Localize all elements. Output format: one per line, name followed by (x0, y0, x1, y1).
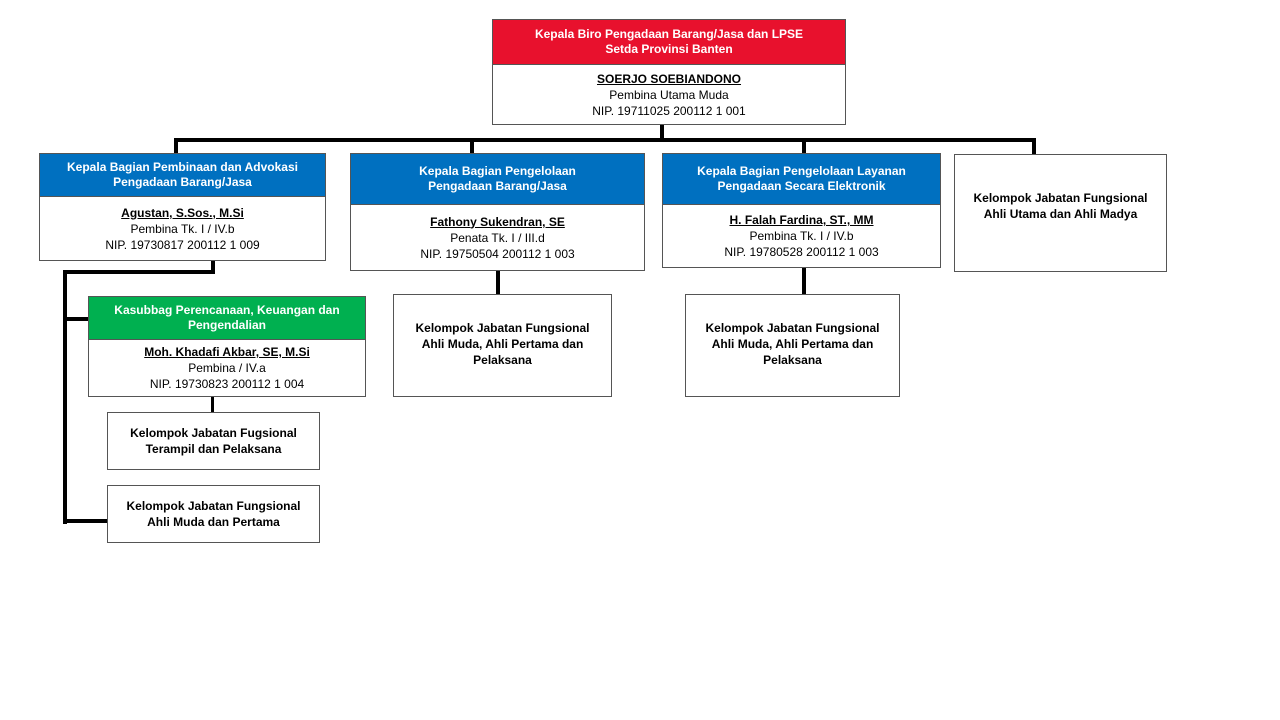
dept3-title-line-1: Kepala Bagian Pengelolaan Layanan (697, 164, 906, 178)
dept1-body: Agustan, S.Sos., M.Si Pembina Tk. I / IV… (40, 197, 325, 260)
kasubbag-body: Moh. Khadafi Akbar, SE, M.Si Pembina / I… (89, 340, 365, 396)
dept1-title-line-2: Pengadaan Barang/Jasa (113, 175, 252, 189)
fungsional-terampil-box: Kelompok Jabatan Fugsional Terampil dan … (107, 412, 320, 470)
fungsional-muda-pertama-text: Kelompok Jabatan Fungsional Ahli Muda da… (108, 486, 319, 542)
dept2-box: Kepala Bagian Pengelolaan Pengadaan Bara… (350, 153, 645, 271)
fungsional-utama-line-1: Kelompok Jabatan Fungsional (973, 191, 1148, 205)
dept2-rank: Penata Tk. I / III.d (450, 230, 545, 245)
kasubbag-nip: NIP. 19730823 200112 1 004 (149, 377, 305, 391)
fungsional-muda-pertama-line-1: Kelompok Jabatan Fungsional (126, 499, 301, 513)
dept2-title-line-2: Pengadaan Barang/Jasa (428, 179, 567, 193)
kasubbag-name: Moh. Khadafi Akbar, SE, M.Si (144, 345, 310, 359)
fungsional-muda-pertama-line-2: Ahli Muda dan Pertama (147, 515, 280, 529)
fungsional-terampil-line-1: Kelompok Jabatan Fugsional (130, 426, 297, 440)
dept2-title-line-1: Kepala Bagian Pengelolaan (419, 164, 576, 178)
fungsional-dept3-line-2: Ahli Muda, Ahli Pertama dan (711, 336, 874, 351)
connector-dept1-left (63, 270, 215, 274)
fungsional-dept2-line-1: Kelompok Jabatan Fungsional (415, 320, 590, 335)
dept2-body: Fathony Sukendran, SE Penata Tk. I / III… (351, 205, 644, 270)
fungsional-utama-text: Kelompok Jabatan Fungsional Ahli Utama d… (955, 155, 1166, 271)
kasubbag-title-line-1: Kasubbag Perencanaan, Keuangan dan (114, 303, 340, 317)
dept1-rank: Pembina Tk. I / IV.b (130, 221, 235, 236)
kasubbag-title: Kasubbag Perencanaan, Keuangan dan Penge… (89, 297, 365, 340)
dept3-body: H. Falah Fardina, ST., MM Pembina Tk. I … (663, 205, 940, 267)
head-box: Kepala Biro Pengadaan Barang/Jasa dan LP… (492, 19, 846, 125)
dept2-name: Fathony Sukendran, SE (430, 214, 565, 229)
kasubbag-box: Kasubbag Perencanaan, Keuangan dan Penge… (88, 296, 366, 397)
connector-head-down (660, 124, 664, 140)
fungsional-dept3-text: Kelompok Jabatan Fungsional Ahli Muda, A… (686, 295, 899, 396)
connector-muda-pertama (63, 519, 108, 523)
dept3-rank: Pembina Tk. I / IV.b (749, 229, 854, 243)
dept3-box: Kepala Bagian Pengelolaan Layanan Pengad… (662, 153, 941, 268)
head-title-line-2: Setda Provinsi Banten (605, 42, 733, 56)
connector-dept2 (470, 138, 474, 155)
kasubbag-title-line-2: Pengendalian (187, 318, 267, 332)
fungsional-dept2-line-2: Ahli Muda, Ahli Pertama dan (421, 336, 584, 351)
dept3-name: H. Falah Fardina, ST., MM (729, 213, 874, 227)
dept1-title-line-1: Kepala Bagian Pembinaan dan Advokasi (67, 160, 298, 174)
fungsional-dept2-line-3: Pelaksana (473, 352, 532, 367)
connector-dept1-down (211, 260, 215, 272)
fungsional-utama-box: Kelompok Jabatan Fungsional Ahli Utama d… (954, 154, 1167, 272)
fungsional-dept2-box: Kelompok Jabatan Fungsional Ahli Muda, A… (393, 294, 612, 397)
dept3-nip: NIP. 19780528 200112 1 003 (724, 245, 879, 259)
fungsional-dept3-line-3: Pelaksana (763, 352, 822, 367)
connector-dept1 (174, 138, 178, 155)
head-rank: Pembina Utama Muda (609, 87, 729, 102)
fungsional-terampil-line-2: Terampil dan Pelaksana (145, 442, 282, 456)
dept1-nip: NIP. 19730817 200112 1 009 (105, 237, 260, 252)
dept3-title: Kepala Bagian Pengelolaan Layanan Pengad… (663, 154, 940, 205)
dept1-box: Kepala Bagian Pembinaan dan Advokasi Pen… (39, 153, 326, 261)
fungsional-dept2-text: Kelompok Jabatan Fungsional Ahli Muda, A… (394, 295, 611, 396)
head-title-line-1: Kepala Biro Pengadaan Barang/Jasa dan LP… (534, 27, 804, 41)
kasubbag-rank: Pembina / IV.a (188, 361, 266, 375)
fungsional-terampil-text: Kelompok Jabatan Fugsional Terampil dan … (108, 413, 319, 469)
connector-dept2-down (496, 270, 500, 295)
dept3-title-line-2: Pengadaan Secara Elektronik (717, 179, 886, 193)
fungsional-dept3-line-1: Kelompok Jabatan Fungsional (705, 320, 880, 335)
fungsional-utama-line-2: Ahli Utama dan Ahli Madya (983, 207, 1138, 221)
dept1-name: Agustan, S.Sos., M.Si (121, 205, 244, 220)
connector-vertical-left (63, 270, 67, 524)
dept2-title: Kepala Bagian Pengelolaan Pengadaan Bara… (351, 154, 644, 205)
head-nip: NIP. 19711025 200112 1 001 (592, 103, 746, 118)
dept1-title: Kepala Bagian Pembinaan dan Advokasi Pen… (40, 154, 325, 197)
connector-dept3 (802, 138, 806, 155)
connector-kasubbag (63, 317, 89, 321)
connector-kasubbag-down (211, 396, 214, 413)
head-body: SOERJO SOEBIANDONO Pembina Utama Muda NI… (493, 65, 845, 124)
connector-fungsional-utama (1032, 138, 1036, 155)
dept2-nip: NIP. 19750504 200112 1 003 (420, 246, 575, 261)
head-title: Kepala Biro Pengadaan Barang/Jasa dan LP… (493, 20, 845, 65)
fungsional-dept3-box: Kelompok Jabatan Fungsional Ahli Muda, A… (685, 294, 900, 397)
connector-dept3-down (802, 267, 806, 295)
connector-horizontal-top (174, 138, 1036, 142)
head-name: SOERJO SOEBIANDONO (596, 71, 742, 86)
fungsional-muda-pertama-box: Kelompok Jabatan Fungsional Ahli Muda da… (107, 485, 320, 543)
